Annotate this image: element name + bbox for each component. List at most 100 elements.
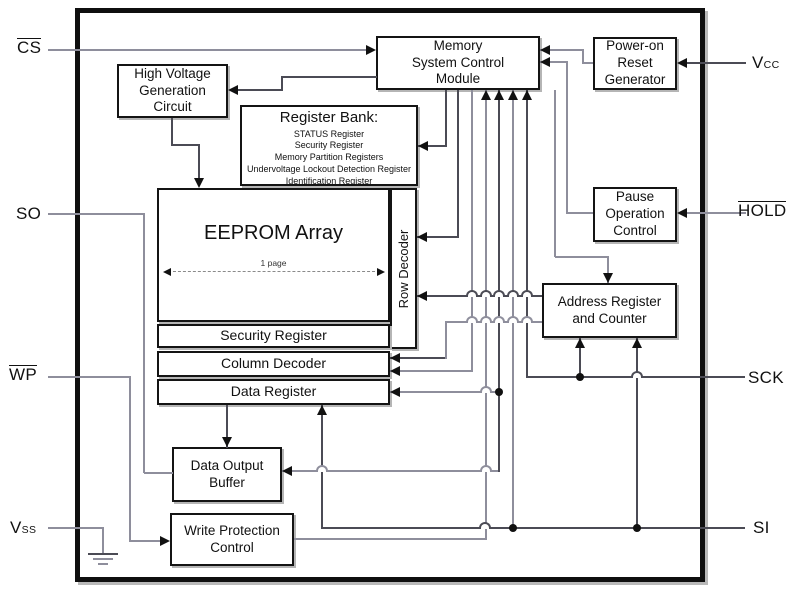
register-bank-item: Identification Register (285, 175, 373, 186)
arrowhead (508, 90, 518, 100)
wire-hop (521, 290, 533, 297)
wp-overline-label: WP (9, 365, 37, 384)
wire-mscm-to-hvgc (281, 76, 283, 91)
arrowhead (160, 536, 170, 546)
arrowhead (522, 90, 532, 100)
ground-icon (93, 558, 113, 560)
hold-overline-label: HOLD (738, 201, 787, 220)
arrowhead (540, 45, 550, 55)
block-data-output-buffer: Data Output Buffer (172, 447, 282, 502)
block-eeprom-array (157, 188, 390, 322)
wire-mscm-to-row-decoder (457, 90, 459, 238)
register-bank-item: Undervoltage Lockout Detection Register (246, 163, 412, 174)
wire-hop (480, 316, 492, 323)
wire-so (143, 213, 145, 473)
arrowhead (603, 273, 613, 283)
wire-bus-sck-mscm (526, 90, 528, 378)
wire-hvgc-to-eeprom (198, 144, 200, 182)
arrowhead (481, 90, 491, 100)
wire-si-to-arc (636, 338, 638, 529)
arrowhead (677, 208, 687, 218)
arrowhead (677, 58, 687, 68)
block-column-decoder: Column Decoder (157, 351, 390, 377)
junction-dot (576, 373, 584, 381)
wire-data-register-to-dob (226, 405, 228, 448)
arrowhead (540, 57, 550, 67)
pin-si-label: SI (753, 518, 770, 537)
wire-arc-to-column-decoder (390, 357, 447, 359)
pin-hold-label: HOLD (738, 201, 787, 221)
arrowhead (417, 232, 427, 242)
wire-mscm-to-column-decoder (390, 370, 473, 372)
wire-hop (466, 290, 478, 297)
wire-bus-si-mscm (512, 90, 514, 529)
ground-icon (88, 553, 118, 555)
wire-poc-to-mscm (540, 61, 568, 63)
register-bank-item: Memory Partition Registers (274, 152, 384, 163)
wire-mscm-to-arc (554, 90, 556, 257)
wire-mscm-to-hvgc (238, 89, 282, 91)
wire-so (144, 472, 173, 474)
wire-bus-wpc-mscm (485, 90, 487, 540)
wire-hop (480, 290, 492, 297)
arrowhead (390, 366, 400, 376)
wire-hvgc-to-eeprom (171, 118, 173, 146)
arrowhead (390, 387, 400, 397)
junction-dot (509, 524, 517, 532)
register-bank-item: Security Register (294, 140, 364, 151)
block-security-register: Security Register (157, 324, 390, 348)
wire-mscm-to-arc (607, 256, 609, 283)
block-pause-operation-control: Pause Operation Control (593, 187, 677, 242)
arrowhead (390, 353, 400, 363)
arrowhead (417, 291, 427, 301)
arrowhead (377, 268, 385, 276)
arrowhead (366, 45, 376, 55)
wire-bus-mscm-column-decoder (471, 90, 473, 372)
register-bank-item: STATUS Register (293, 128, 365, 139)
wire-hop (480, 465, 492, 472)
wire-si (322, 527, 745, 529)
block-register-bank: Register Bank: STATUS Register Security … (240, 105, 418, 186)
pin-cs-label: CS (17, 38, 42, 58)
arrowhead (163, 268, 171, 276)
wire-cs (48, 49, 368, 51)
wire-so (48, 213, 144, 215)
wire-mscm-to-row-decoder (417, 236, 459, 238)
block-memory-system-control-module: Memory System Control Module (376, 36, 540, 90)
wire-por-to-mscm (582, 62, 593, 64)
cs-overline-label: CS (17, 38, 42, 57)
wire-arc-to-column-decoder (445, 321, 447, 359)
block-power-on-reset-generator: Power-on Reset Generator (593, 37, 677, 90)
block-high-voltage-generation-circuit: High Voltage Generation Circuit (117, 64, 228, 118)
pin-sck-label: SCK (748, 368, 784, 387)
register-bank-title: Register Bank: (279, 109, 379, 126)
pin-wp-label: WP (9, 365, 37, 385)
wire-wp (129, 376, 131, 542)
arrowhead (575, 338, 585, 348)
wire-poc-to-mscm (566, 212, 593, 214)
wire-hop (507, 316, 519, 323)
arrowhead (317, 405, 327, 415)
block-data-register: Data Register (157, 379, 390, 405)
arrowhead (194, 178, 204, 188)
pin-so-label: SO (16, 204, 42, 223)
wire-hop (507, 290, 519, 297)
wire-hold (687, 212, 746, 214)
wire-mscm-to-hvgc (282, 76, 377, 78)
wire-hop (480, 386, 492, 393)
arrowhead (632, 338, 642, 348)
wire-hop (479, 522, 491, 529)
wire-vcc (687, 62, 746, 64)
wire-hop (493, 316, 505, 323)
wire-arc-to-row-decoder (417, 295, 542, 297)
wire-wp (48, 376, 130, 378)
wire-hop (466, 316, 478, 323)
wire-mscm-to-register-bank (445, 90, 447, 147)
arrowhead (228, 85, 238, 95)
wire-sck-to-arc (579, 338, 581, 378)
page-width-arrow (168, 271, 380, 272)
arrowhead (494, 90, 504, 100)
block-row-decoder: Row Decoder (390, 188, 417, 349)
arrowhead (222, 437, 232, 447)
